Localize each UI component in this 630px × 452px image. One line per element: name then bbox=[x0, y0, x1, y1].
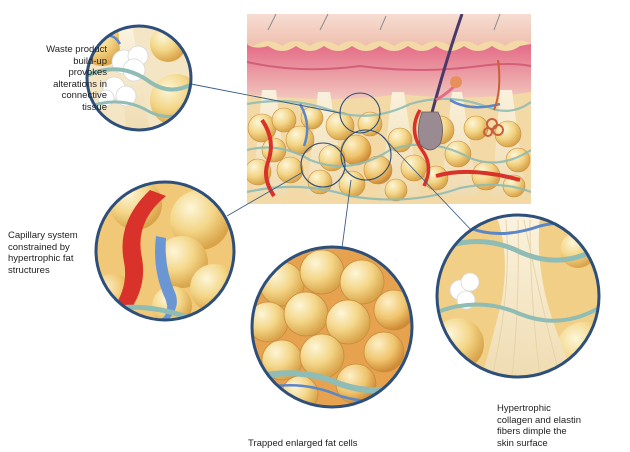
label-line: Trapped enlarged fat cells bbox=[248, 438, 358, 449]
label-line: fibers dimple the bbox=[497, 426, 567, 437]
label-line: structures bbox=[8, 264, 50, 276]
label-line: constrained by bbox=[8, 241, 70, 253]
capillaries bbox=[260, 98, 521, 198]
label-line: alterations in bbox=[53, 78, 107, 90]
label-fat-cells: Trapped enlarged fat cells bbox=[248, 438, 358, 450]
label-line: Waste product bbox=[46, 44, 107, 55]
label-line: connective bbox=[61, 90, 107, 101]
label-line: Capillary system bbox=[8, 230, 78, 241]
label-line: collagen and elastin bbox=[497, 414, 581, 426]
label-line: Hypertrophic bbox=[497, 403, 551, 414]
label-line: provokes bbox=[68, 67, 107, 78]
label-line: hypertrophic fat bbox=[8, 253, 74, 264]
label-waste-product: Waste product build-up provokes alterati… bbox=[46, 44, 107, 113]
sweat-gland bbox=[483, 59, 504, 137]
zoom-circle-waste bbox=[85, 24, 193, 132]
label-line: build-up bbox=[73, 55, 107, 67]
skin-cross-section bbox=[247, 14, 531, 204]
hair-follicle bbox=[418, 14, 464, 151]
zoom-circle-fat bbox=[250, 245, 414, 409]
zoom-circle-capillary bbox=[94, 180, 236, 322]
pointer-lines bbox=[190, 83, 474, 249]
label-collagen-fibers: Hypertrophic collagen and elastin fibers… bbox=[497, 403, 581, 449]
label-line: tissue bbox=[82, 101, 107, 113]
label-line: skin surface bbox=[497, 437, 548, 449]
label-capillary-system: Capillary system constrained by hypertro… bbox=[8, 230, 78, 276]
zoom-circle-collagen bbox=[435, 213, 601, 379]
